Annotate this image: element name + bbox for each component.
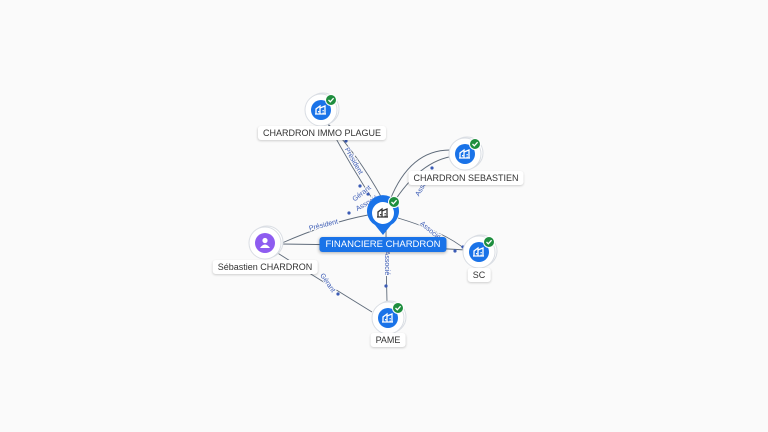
node-sc[interactable] (462, 234, 498, 269)
person-icon (260, 237, 270, 248)
edge-label: Associé (383, 251, 390, 276)
edge-center-sebastien_co (389, 149, 451, 201)
building-icon (382, 312, 393, 323)
node-label-pame[interactable]: PAME (370, 333, 406, 347)
edge-arrow-marker (453, 249, 457, 253)
edge-person-center (281, 214, 369, 244)
edge-center-pame (385, 225, 388, 303)
edge-arrow-marker (336, 292, 340, 296)
edge-person-pame (275, 251, 373, 313)
edge-center-sebastien_co (391, 155, 456, 206)
edge-arrow-marker (344, 139, 348, 143)
building-icon (459, 148, 470, 159)
node-label-center[interactable]: FINANCIERE CHARDRON (319, 237, 447, 252)
edge-label: Président (308, 219, 338, 233)
edge-arrow-marker (366, 192, 370, 196)
building-icon (315, 104, 326, 115)
verified-check-icon (483, 236, 495, 248)
node-sebastien_co[interactable] (448, 136, 484, 171)
verified-check-icon (388, 196, 400, 208)
node-center[interactable] (366, 195, 400, 235)
edge-arrow-marker (347, 211, 351, 215)
edge-arrow-marker (384, 284, 388, 288)
node-label-immo[interactable]: CHARDRON IMMO PLAGUE (257, 126, 387, 140)
edge-label: Gérant (318, 272, 336, 294)
edge-label: Président (343, 147, 364, 176)
node-person[interactable] (248, 225, 284, 260)
node-pame[interactable] (371, 300, 407, 335)
verified-check-icon (469, 138, 481, 150)
edge-arrow-marker (430, 166, 434, 170)
building-icon (377, 207, 388, 218)
edge-arrow-marker (358, 184, 362, 188)
nodes-layer (248, 92, 498, 335)
node-immo[interactable] (304, 92, 340, 127)
node-label-person[interactable]: Sébastien CHARDRON (212, 260, 318, 274)
building-icon (473, 246, 484, 257)
node-label-sebastien-company[interactable]: CHARDRON SEBASTIEN (408, 171, 524, 185)
node-label-sc[interactable]: SC (467, 268, 491, 282)
verified-check-icon (325, 94, 337, 106)
verified-check-icon (392, 302, 404, 314)
